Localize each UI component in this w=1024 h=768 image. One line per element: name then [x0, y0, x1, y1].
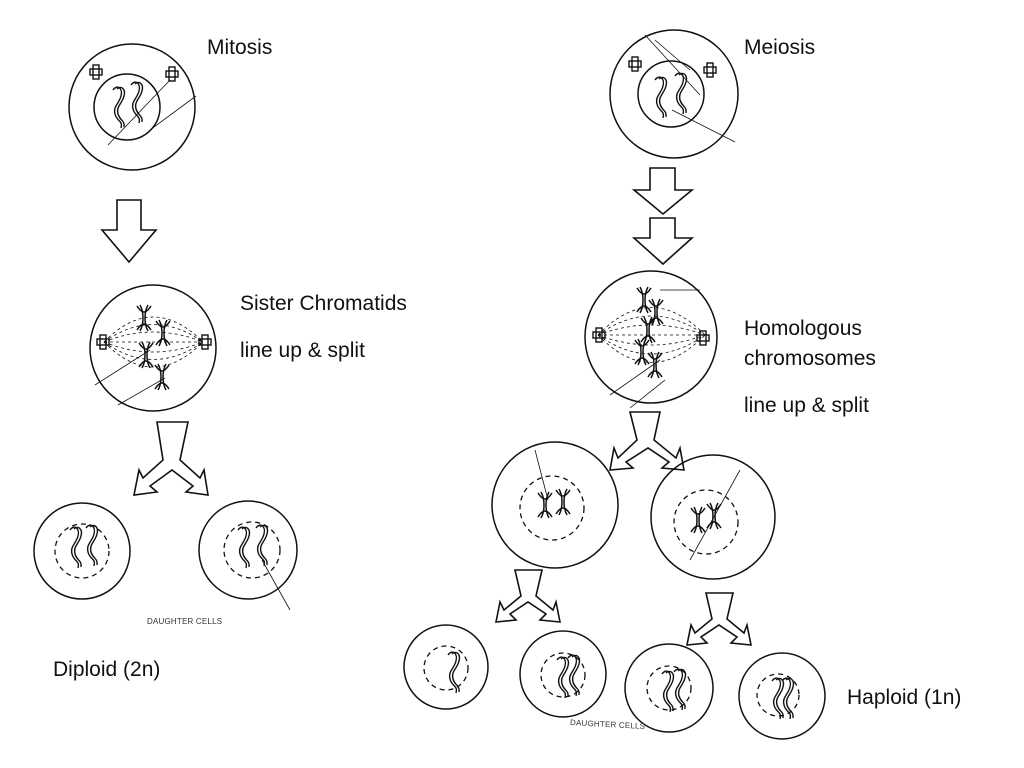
mitosis-split-arrow — [132, 421, 209, 496]
meiosis-gamete-cell-1 — [403, 624, 489, 710]
meiosis-stage-label-line3: line up & split — [744, 394, 869, 417]
meiosis-result-label: Haploid (1n) — [847, 686, 962, 709]
mitosis-title: Mitosis — [207, 36, 273, 59]
mitosis-stage-label-line2: line up & split — [240, 339, 365, 362]
meiosis-arrow-down-2 — [631, 217, 695, 266]
meiosis-gamete-cell-4 — [738, 652, 826, 740]
mitosis-daughter-cell-right — [198, 500, 298, 611]
meiosis-ii-cell-left — [491, 441, 619, 569]
meiosis-ii-cell-right — [650, 454, 776, 580]
mitosis-stage-label-line1: Sister Chromatids — [240, 292, 407, 315]
mitosis-result-label: Diploid (2n) — [53, 658, 161, 681]
meiosis-gamete-cell-2 — [519, 630, 607, 718]
meiosis-gamete-cell-3 — [624, 643, 714, 733]
mitosis-parent-cell — [68, 43, 197, 171]
mitosis-metaphase-cell — [89, 284, 217, 412]
meiosis-arrow-down-1 — [631, 167, 695, 216]
meiosis-metaphase-cell — [584, 270, 718, 409]
meiosis-stage-label-line2: chromosomes — [744, 347, 876, 370]
meiosis-split-arrow-2-left — [495, 569, 561, 623]
meiosis-stage-label-line1: Homologous — [744, 317, 862, 340]
mitosis-daughter-cell-left — [33, 502, 131, 600]
mitosis-arrow-down — [100, 199, 158, 264]
meiosis-split-arrow-2-right — [686, 592, 752, 646]
mitosis-daughter-cells-caption: DAUGHTER CELLS — [147, 617, 223, 626]
meiosis-title: Meiosis — [744, 36, 816, 59]
meiosis-parent-cell — [609, 29, 739, 159]
meiosis-split-arrow-1 — [609, 411, 685, 471]
